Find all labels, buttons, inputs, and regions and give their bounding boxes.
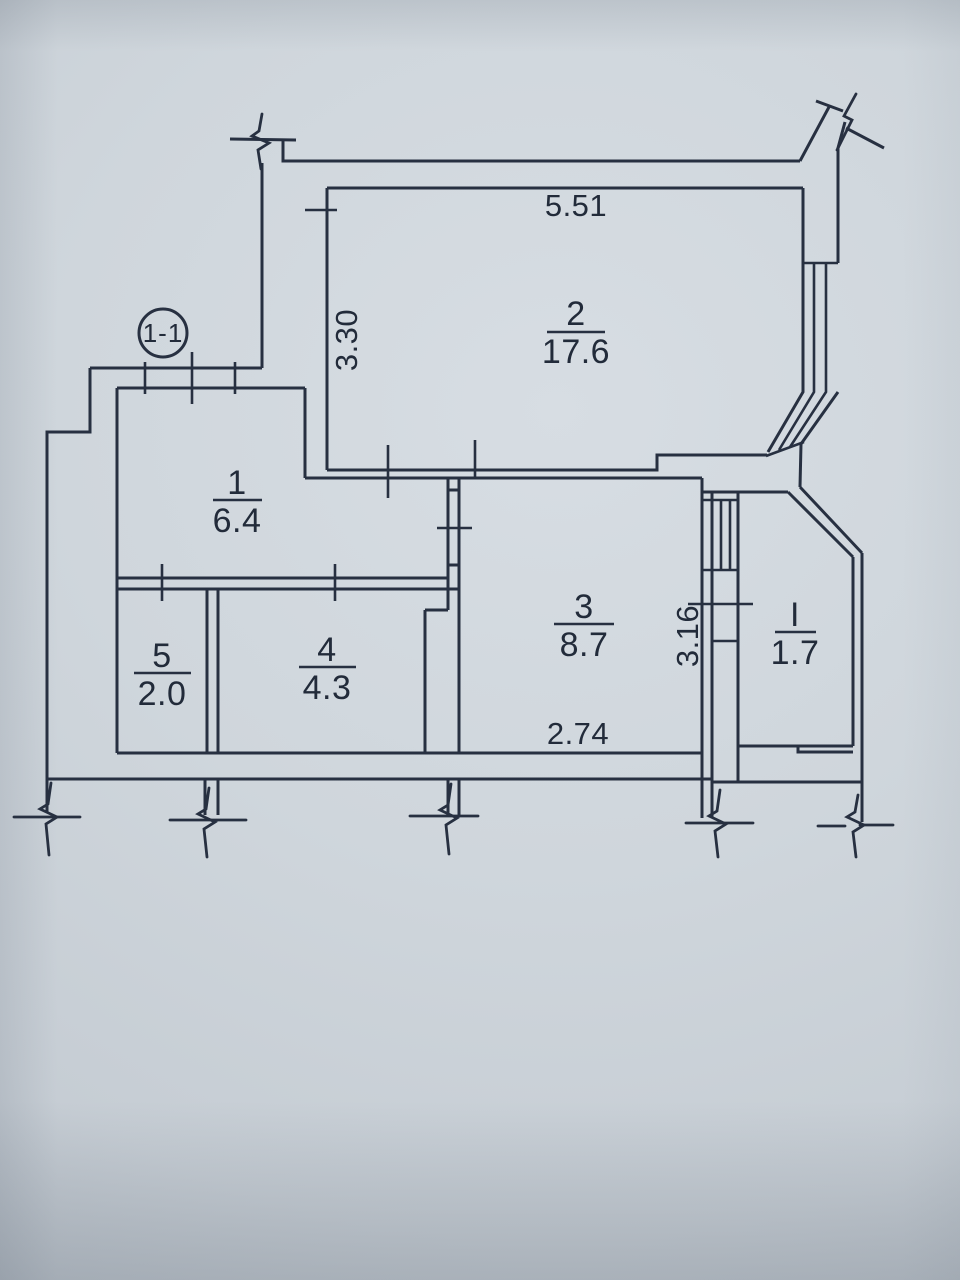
room5-number: 5 [152, 637, 171, 675]
section-mark-label: 1-1 [143, 318, 184, 348]
section-mark: 1-1 [137, 307, 189, 359]
room3-number: 3 [574, 588, 593, 626]
room1-number: 1 [227, 464, 246, 502]
window-room3-loggia [702, 498, 738, 572]
loggia-number: I [790, 596, 800, 634]
room2-area: 17.6 [542, 333, 610, 371]
break-line-symbols [12, 92, 895, 859]
dim-room2-depth: 3.30 [329, 309, 364, 371]
room3-area: 8.7 [560, 626, 609, 664]
section-mark-circle [137, 307, 189, 359]
walls [45, 99, 885, 822]
room2-number: 2 [566, 295, 585, 333]
dim-room3-width: 2.74 [547, 716, 609, 751]
room4-number: 4 [317, 631, 336, 669]
dimension-labels: 5.51 3.30 2.74 3.16 [329, 188, 705, 751]
bay-window-room2 [765, 261, 840, 458]
dim-room2-width: 5.51 [545, 188, 607, 223]
opening-ticks [143, 208, 753, 643]
room4-area: 4.3 [303, 669, 352, 707]
room5-area: 2.0 [138, 675, 187, 713]
room-labels: 2 17.6 1 6.4 3 8.7 4 4.3 5 2.0 I 1.7 [134, 295, 819, 713]
dim-room3-depth: 3.16 [670, 605, 705, 667]
loggia-area: 1.7 [771, 634, 820, 672]
room1-area: 6.4 [213, 502, 262, 540]
